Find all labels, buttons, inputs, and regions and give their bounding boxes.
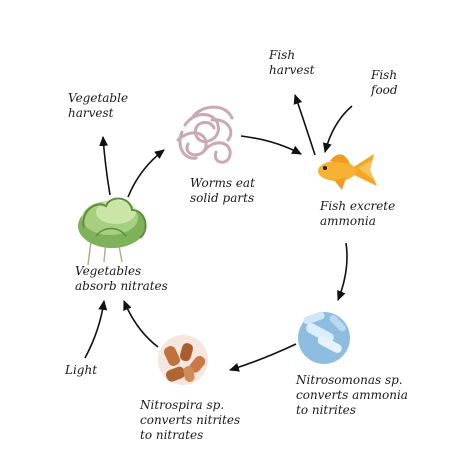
label-vegetable-harvest: Vegetable harvest xyxy=(68,91,129,120)
arrows xyxy=(84,93,353,372)
arrow-nitrospira-to-vegetables xyxy=(123,299,159,348)
lettuce-icon xyxy=(78,197,147,266)
arrow-vegetable-harvest xyxy=(99,135,111,196)
label-fish-food: Fish food xyxy=(371,68,398,97)
label-fish-harvest: Fish harvest xyxy=(269,48,315,77)
label-fish-excrete: Fish excrete ammonia xyxy=(320,199,396,228)
arrow-fish-harvest xyxy=(293,93,316,156)
worms-icon xyxy=(176,105,234,164)
label-nitrosomonas: Nitrosomonas sp. converts ammonia to nit… xyxy=(296,373,408,417)
arrow-nitrosomonas-to-nitrospira xyxy=(228,343,297,372)
arrow-fish-food xyxy=(322,105,353,154)
arrow-worms-to-fish xyxy=(240,135,302,155)
label-worms: Worms eat solid parts xyxy=(190,176,255,205)
label-vegetables-absorb: Vegetables absorb nitrates xyxy=(75,264,168,293)
arrow-fish-to-nitrosomonas xyxy=(337,242,348,302)
arrow-light xyxy=(84,299,108,359)
label-light: Light xyxy=(65,363,98,377)
nitrospira-bacteria-icon xyxy=(158,335,208,385)
nitrosomonas-bacteria-icon xyxy=(298,311,350,364)
goldfish-icon xyxy=(318,154,377,190)
label-nitrospira: Nitrospira sp. converts nitrites to nitr… xyxy=(140,398,241,442)
arrow-vegetables-to-worms xyxy=(127,149,165,198)
